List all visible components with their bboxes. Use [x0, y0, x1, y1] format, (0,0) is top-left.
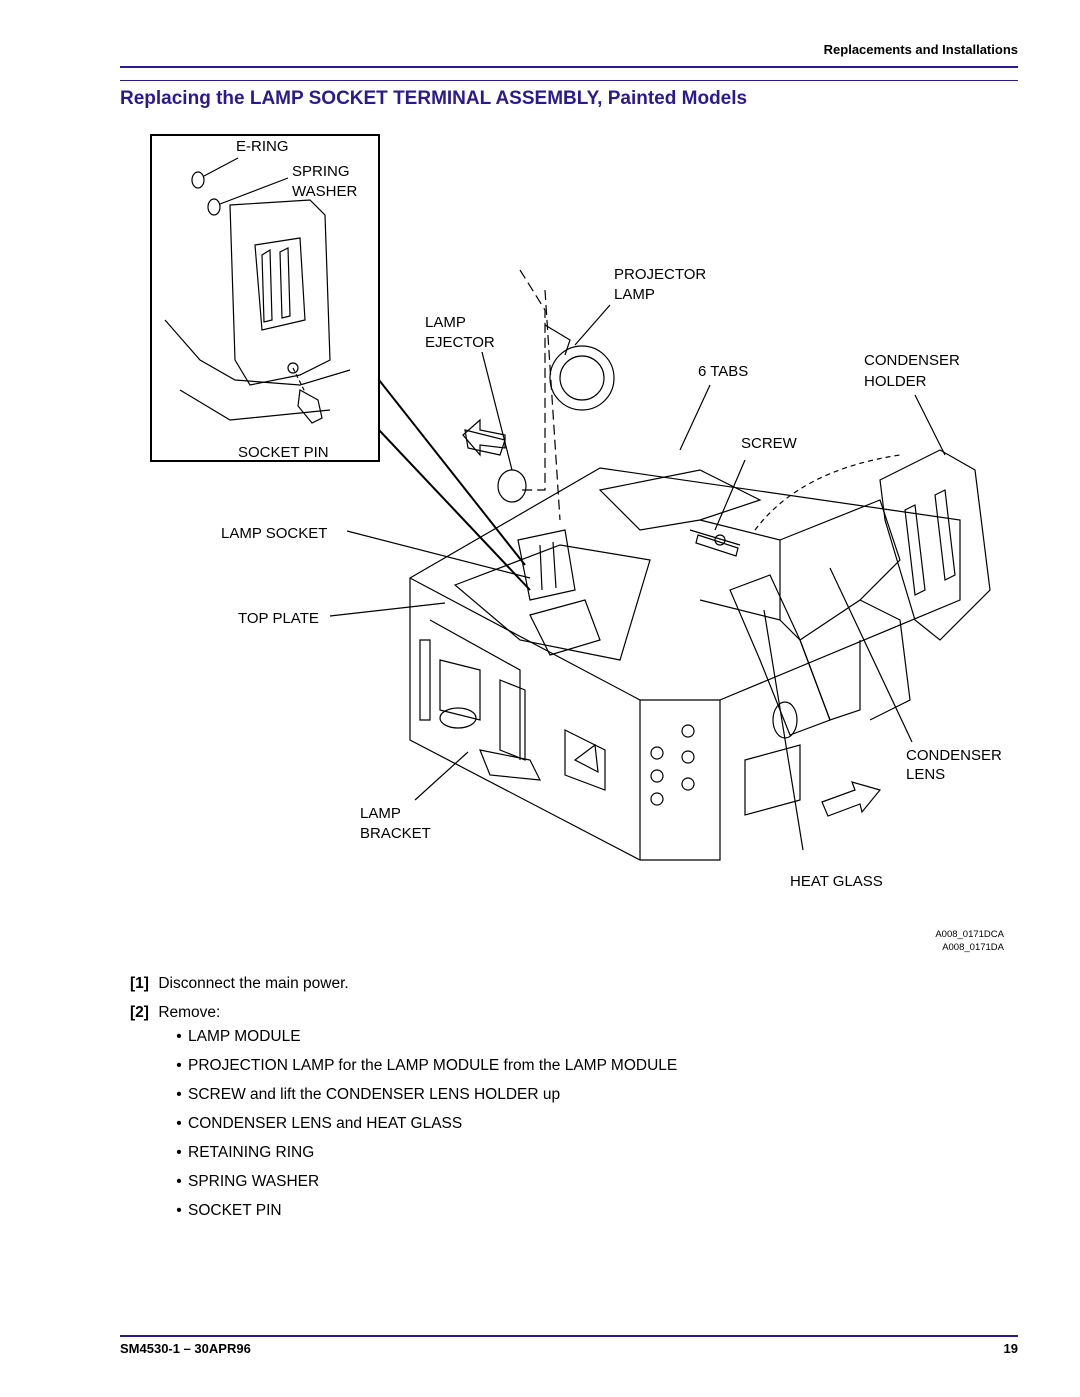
label-washer: WASHER	[292, 183, 357, 200]
bullet-glyph: •	[176, 1202, 182, 1219]
label-socket-pin: SOCKET PIN	[238, 444, 329, 461]
label-projector-lamp: LAMP	[614, 286, 655, 303]
list-item: • SCREW and lift the CONDENSER LENS HOLDE…	[170, 1086, 560, 1104]
bullet-glyph: •	[176, 1115, 182, 1132]
list-item: • PROJECTION LAMP for the LAMP MODULE fro…	[170, 1057, 677, 1075]
page-title: Replacing the LAMP SOCKET TERMINAL ASSEM…	[120, 88, 748, 109]
list-item-text: PROJECTION LAMP for the LAMP MODULE from…	[188, 1057, 678, 1074]
label-6-tabs: 6 TABS	[698, 363, 748, 380]
label-lamp-socket: LAMP SOCKET	[221, 525, 327, 542]
main-chassis	[409, 467, 961, 861]
list-item: • SOCKET PIN	[170, 1202, 282, 1220]
header-rule	[120, 66, 1018, 68]
list-item-text: RETAINING RING	[188, 1144, 315, 1161]
double-arrow	[821, 781, 882, 817]
label-top-plate: TOP PLATE	[238, 610, 319, 627]
list-item: • CONDENSER LENS and HEAT GLASS	[170, 1115, 462, 1133]
running-header: Replacements and Installations	[823, 42, 1018, 57]
bullet-glyph: •	[176, 1173, 182, 1190]
label-screw: SCREW	[741, 435, 798, 452]
doc-id: SM4530-1 – 30APR96	[120, 1341, 251, 1356]
bullet-glyph: •	[176, 1086, 182, 1103]
list-item: • LAMP MODULE	[170, 1028, 301, 1046]
screw-part	[695, 534, 739, 557]
header-rule-thin	[120, 80, 1018, 81]
projector-lamp-part	[549, 345, 615, 411]
label-holder: HOLDER	[864, 373, 927, 390]
list-item: • RETAINING RING	[170, 1144, 314, 1162]
list-item: • SPRING WASHER	[170, 1173, 319, 1191]
label-lamp-bracket-2: BRACKET	[360, 825, 431, 842]
label-e-ring: E-RING	[236, 138, 289, 155]
step-text: Remove:	[158, 1004, 221, 1021]
label-projector: PROJECTOR	[614, 266, 706, 283]
bullet-glyph: •	[176, 1028, 182, 1045]
figure-ref-2: A008_0171DA	[942, 942, 1004, 953]
label-condenser: CONDENSER	[864, 352, 960, 369]
e-ring-part	[191, 171, 205, 189]
list-item-text: SCREW and lift the CONDENSER LENS HOLDER…	[188, 1086, 561, 1103]
bullet-glyph: •	[176, 1144, 182, 1161]
list-item-text: SOCKET PIN	[188, 1202, 282, 1219]
list-item-text: LAMP MODULE	[188, 1028, 301, 1045]
label-lamp-bracket-1: LAMP	[360, 805, 401, 822]
lamp-socket-diagram: E-RING SPRING WASHER SOCKET PIN PROJECTO…	[150, 134, 1002, 890]
lamp-ejector-part	[497, 469, 527, 503]
step-2: [2] Remove:	[130, 1004, 220, 1022]
list-item-text: CONDENSER LENS and HEAT GLASS	[188, 1115, 463, 1132]
label-condenser-lens-2: LENS	[906, 766, 945, 783]
step-number: [2]	[130, 1004, 149, 1021]
label-condenser-lens-1: CONDENSER	[906, 747, 1002, 764]
step-1: [1] Disconnect the main power.	[130, 975, 349, 993]
label-spring: SPRING	[292, 163, 350, 180]
spring-washer-part	[207, 198, 221, 216]
lamp-bracket-part	[479, 749, 542, 781]
label-ejector: EJECTOR	[425, 334, 495, 351]
inset-callout-upper	[378, 379, 526, 566]
step-text: Disconnect the main power.	[158, 975, 349, 992]
figure-ref-1: A008_0171DCA	[935, 929, 1004, 940]
inset-callout-lower	[378, 429, 531, 591]
footer-rule	[120, 1335, 1018, 1337]
inset-frame	[150, 134, 380, 462]
bullet-glyph: •	[176, 1057, 182, 1074]
top-plate-part	[453, 544, 651, 661]
label-lamp: LAMP	[425, 314, 466, 331]
page-number: 19	[1003, 1341, 1018, 1356]
condenser-holder-part	[879, 449, 991, 641]
step-number: [1]	[130, 975, 149, 992]
list-item-text: SPRING WASHER	[188, 1173, 320, 1190]
label-heat-glass: HEAT GLASS	[790, 873, 883, 890]
